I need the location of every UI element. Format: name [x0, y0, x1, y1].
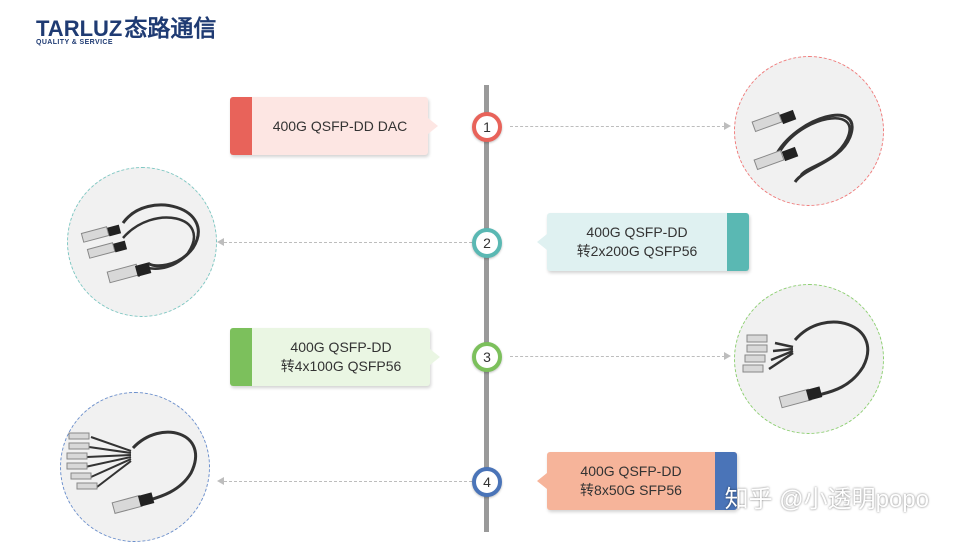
label-color-tab: [727, 213, 749, 271]
arrowhead-1: [724, 122, 731, 130]
connector-2: [224, 242, 472, 243]
step-node-3: 3: [472, 342, 502, 372]
label-1: 400G QSFP-DD DAC: [230, 97, 438, 155]
label-line1: 400G QSFP-DD: [580, 463, 682, 479]
label-line2: 转4x100G QSFP56: [280, 358, 402, 374]
connector-4: [224, 481, 472, 482]
logo: TARLUZ态路通信 QUALITY & SERVICE: [36, 15, 217, 46]
label-pointer: [428, 118, 438, 134]
connector-1: [510, 126, 725, 127]
label-3: 400G QSFP-DD 转4x100G QSFP56: [230, 328, 440, 386]
cable-1-to-1-icon: [734, 56, 884, 206]
label-line1: 400G QSFP-DD: [586, 224, 688, 240]
label-text: 400G QSFP-DD 转8x50G SFP56: [580, 462, 682, 500]
cable-1-to-2-icon: [67, 167, 217, 317]
logo-name: TARLUZ: [36, 16, 123, 41]
label-pointer: [430, 349, 440, 365]
label-text: 400G QSFP-DD 转2x200G QSFP56: [577, 223, 698, 261]
label-2: 400G QSFP-DD 转2x200G QSFP56: [537, 213, 749, 271]
step-node-1: 1: [472, 112, 502, 142]
cable-1-to-8-icon: [60, 392, 210, 542]
logo-tagline: QUALITY & SERVICE: [36, 39, 113, 46]
connector-3: [510, 356, 725, 357]
label-text: 400G QSFP-DD DAC: [273, 117, 408, 136]
label-line2: 转8x50G SFP56: [580, 482, 682, 498]
logo-chinese: 态路通信: [124, 15, 217, 41]
arrowhead-4: [217, 477, 224, 485]
step-number: 2: [483, 235, 491, 251]
label-pointer: [537, 473, 547, 489]
label-text: 400G QSFP-DD 转4x100G QSFP56: [281, 338, 402, 376]
label-line2: 转2x200G QSFP56: [576, 243, 698, 259]
timeline-axis: [484, 85, 489, 532]
step-number: 1: [483, 119, 491, 135]
label-color-tab: [715, 452, 737, 510]
watermark: 知乎 @小透明popo: [724, 486, 929, 513]
cable-1-to-4-icon: [734, 284, 884, 434]
label-line1: 400G QSFP-DD DAC: [272, 117, 408, 134]
label-line1: 400G QSFP-DD: [290, 339, 392, 355]
arrowhead-3: [724, 352, 731, 360]
step-number: 4: [483, 474, 491, 490]
label-color-tab: [230, 328, 252, 386]
label-pointer: [537, 234, 547, 250]
label-color-tab: [230, 97, 252, 155]
label-4: 400G QSFP-DD 转8x50G SFP56: [537, 452, 737, 510]
step-number: 3: [483, 349, 491, 365]
arrowhead-2: [217, 238, 224, 246]
step-node-2: 2: [472, 228, 502, 258]
step-node-4: 4: [472, 467, 502, 497]
